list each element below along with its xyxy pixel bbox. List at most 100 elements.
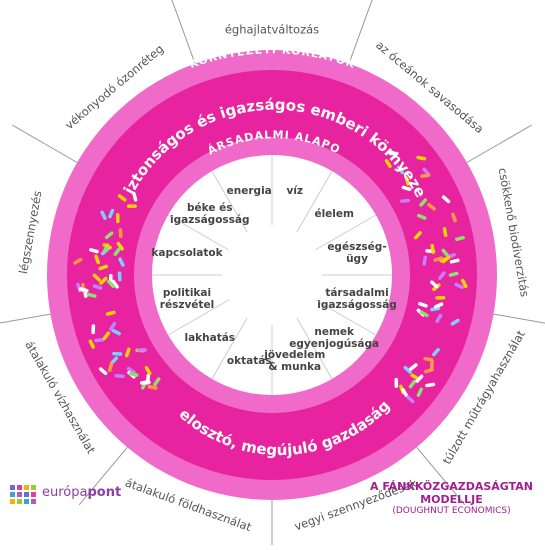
sprinkle [427, 203, 436, 211]
sprinkle [438, 271, 446, 280]
social-foundation-label-line: igazságosság [170, 214, 249, 226]
sprinkle [435, 295, 446, 300]
sprinkle [128, 372, 139, 377]
caption-line3: (DOUGHNUT ECONOMICS) [392, 506, 511, 516]
sprinkle [118, 257, 125, 267]
logo-square [31, 499, 36, 504]
social-foundation-label: oktatás [227, 355, 272, 367]
social-foundation-label-line: egyenjogúsága [289, 338, 379, 350]
logo-word2: pont [87, 485, 122, 500]
social-foundation-label-line: víz [286, 185, 303, 197]
logo-wordmark: európapont [42, 485, 121, 500]
logo-square [24, 492, 29, 497]
inner-divider-line [315, 299, 377, 336]
outer-divider-line [11, 124, 78, 163]
sprinkle [144, 366, 152, 376]
sprinkle [109, 321, 117, 331]
sprinkle [408, 363, 418, 371]
inner-divider-line [296, 170, 333, 232]
sprinkle [112, 351, 123, 356]
sprinkle [73, 257, 83, 265]
sprinkle [419, 310, 429, 318]
caption-line2: MODELLJE [420, 493, 483, 506]
social-foundation-label-line: politikai [163, 287, 211, 299]
sprinkle [455, 235, 465, 242]
ecological-ceiling-label: éghajlatváltozás [225, 23, 319, 37]
sprinkle [430, 280, 439, 289]
sprinkle [441, 248, 450, 258]
sprinkle [105, 310, 116, 316]
sprinkle [396, 165, 405, 175]
inner-divider-line [167, 214, 229, 251]
sprinkle [424, 367, 434, 374]
logo-square [10, 499, 15, 504]
social-foundation-label-line: ügy [346, 253, 368, 265]
sprinkles [73, 151, 468, 404]
sprinkle [401, 388, 409, 398]
sprinkle [86, 292, 97, 298]
sprinkle [388, 151, 399, 156]
logo-square [31, 485, 36, 490]
sprinkle [92, 284, 103, 290]
social-foundation-label-line: részvétel [160, 299, 214, 311]
inner-divider-line [315, 214, 377, 251]
social-foundation-label-line: oktatás [227, 355, 272, 367]
logo-word1: európa [42, 485, 88, 500]
social-foundation-label: egészség-ügy [327, 241, 386, 265]
sprinkle [107, 362, 114, 372]
inner-divider-line [167, 299, 229, 336]
social-foundation-label-line: egészség- [327, 241, 386, 253]
outer-divider-line [466, 124, 533, 163]
sprinkle [126, 366, 136, 374]
sprinkle [118, 228, 123, 239]
outer-divider-line [171, 0, 196, 64]
social-foundation-label: kapcsolatok [151, 247, 223, 259]
sprinkle [415, 374, 424, 383]
sprinkle [106, 279, 116, 288]
sprinkle [88, 339, 95, 349]
ecological-ceiling-label: légszennyezés [16, 190, 44, 275]
social-foundation-label: jövedelem& munka [263, 349, 325, 373]
sprinkle [403, 365, 412, 374]
sprinkle [442, 227, 448, 237]
sprinkle [111, 279, 119, 289]
sprinkle [113, 247, 122, 256]
sprinkle [413, 231, 422, 240]
sprinkle [125, 347, 131, 358]
caption-line1: A FÁNKKÖZGAZDASÁGTAN [370, 480, 533, 493]
social-foundation-label-line: & munka [268, 361, 321, 373]
inner-divider-line [211, 318, 248, 380]
sprinkle [416, 155, 427, 161]
logo-square [24, 485, 29, 490]
sprinkle [450, 318, 460, 326]
sprinkle [454, 282, 464, 290]
sprinkle [399, 198, 410, 203]
sprinkle [394, 377, 399, 388]
sprinkle [98, 264, 109, 271]
sprinkle [111, 328, 121, 336]
sprinkle [104, 231, 114, 240]
social-foundation-label-line: kapcsolatok [151, 247, 223, 259]
sprinkle [114, 373, 125, 379]
sprinkle [430, 243, 435, 254]
social-foundation-label: víz [286, 185, 303, 197]
sprinkle [99, 276, 108, 285]
logo-square [17, 499, 22, 504]
logo-square [10, 485, 15, 490]
logo-mark [10, 485, 40, 505]
social-foundation-label-line: társadalmi [325, 287, 388, 299]
model-caption: A FÁNKKÖZGAZDASÁGTAN MODELLJE (DOUGHNUT … [364, 480, 539, 516]
sprinkle [435, 313, 443, 323]
social-foundation-label-line: energia [227, 185, 272, 197]
sprinkle [441, 195, 451, 204]
sprinkle [126, 204, 137, 208]
sprinkle [441, 255, 451, 264]
logo-square [24, 499, 29, 504]
social-foundation-label-line: igazságosság [317, 299, 396, 311]
sprinkle [433, 302, 444, 309]
sprinkle [91, 324, 96, 335]
